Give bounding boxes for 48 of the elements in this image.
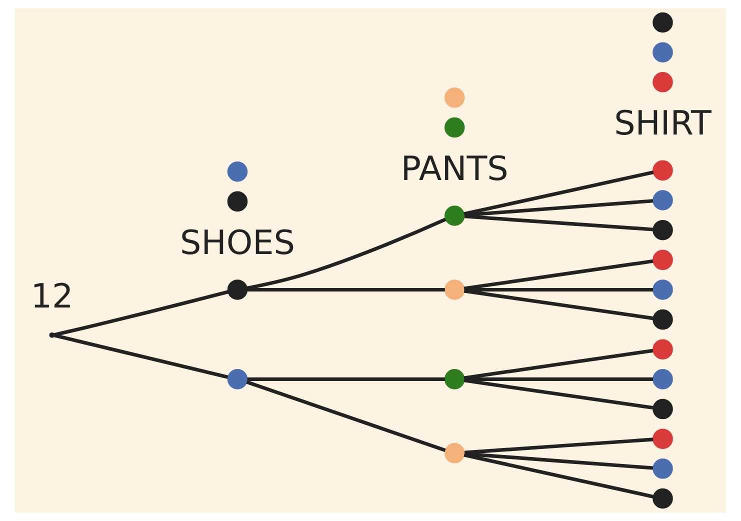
node-circle bbox=[444, 206, 465, 226]
connector bbox=[464, 377, 653, 381]
connector bbox=[464, 289, 654, 320]
connector bbox=[54, 334, 228, 379]
node-circle bbox=[444, 117, 465, 138]
node-circle bbox=[444, 369, 465, 390]
node-point bbox=[49, 332, 55, 338]
node-circle bbox=[444, 443, 465, 464]
node-circle bbox=[652, 220, 673, 240]
node-circle bbox=[444, 280, 465, 300]
connector bbox=[246, 218, 446, 290]
node-circle bbox=[652, 398, 673, 420]
connector bbox=[464, 378, 654, 410]
label: SHOES bbox=[180, 222, 295, 262]
node-circle bbox=[652, 309, 673, 330]
connector bbox=[464, 453, 654, 498]
connector bbox=[464, 170, 654, 216]
connector bbox=[464, 438, 654, 454]
node-circle bbox=[652, 280, 673, 300]
node-circle bbox=[227, 191, 248, 212]
node-circle bbox=[652, 12, 673, 33]
node-circle bbox=[652, 369, 673, 390]
node-circle bbox=[227, 369, 248, 390]
connector bbox=[54, 290, 228, 337]
node-circle bbox=[227, 280, 248, 300]
node-circle bbox=[652, 428, 673, 449]
node-circle bbox=[444, 88, 465, 108]
connector bbox=[464, 199, 654, 217]
connector bbox=[464, 348, 654, 380]
connector bbox=[247, 288, 445, 292]
node-circle bbox=[652, 190, 673, 210]
node-circle bbox=[652, 42, 673, 62]
node-circle bbox=[652, 160, 673, 181]
node-circle bbox=[652, 72, 673, 92]
node-circle bbox=[652, 250, 673, 270]
node-circle bbox=[652, 339, 673, 360]
node-circle bbox=[652, 488, 673, 509]
node-circle bbox=[227, 161, 248, 182]
connector bbox=[246, 380, 446, 452]
connector bbox=[464, 452, 654, 470]
label: SHIRT bbox=[614, 104, 712, 143]
connector bbox=[247, 377, 445, 381]
connector bbox=[464, 214, 654, 232]
label: 12 bbox=[30, 276, 74, 316]
connector bbox=[464, 288, 653, 292]
label: PANTS bbox=[400, 148, 508, 188]
connector bbox=[464, 259, 654, 290]
node-circle bbox=[652, 458, 673, 479]
